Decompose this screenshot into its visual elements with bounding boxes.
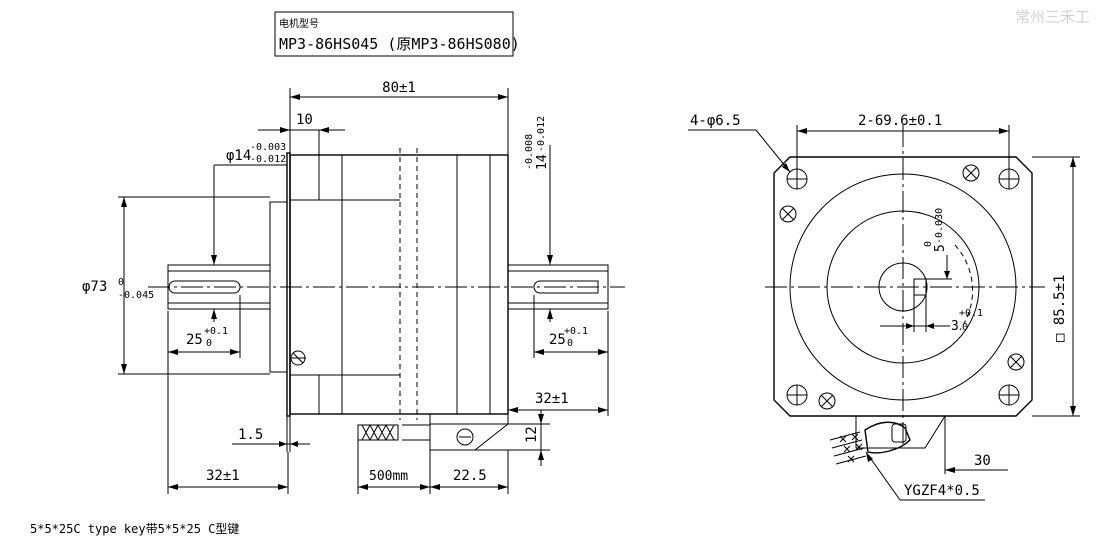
cable-housing [429,423,509,451]
front-view: 4-φ6.5 2-69.6±0.1 □ 85.5±1 5 0 -0.030 3 … [688,113,1080,501]
screw-icon [962,164,980,182]
rear-key-slot [533,280,599,294]
dim-key-rear-upper: +0.1 [564,326,588,337]
key-slot-front [913,278,927,296]
dim-boss-lower: -0.045 [118,290,154,301]
dim-key-front-upper: +0.1 [204,326,228,337]
dim-key-depth-upper: 0 [923,241,934,247]
cable-braid [357,424,399,441]
dim-shaft-dia-upper: -0.003 [250,142,286,153]
dim-key-rear-lower: 0 [567,338,573,349]
boss-circle [826,210,980,364]
dim-square-size: □ 85.5±1 [1052,275,1068,342]
mount-hole-icon [786,384,808,406]
dim-key-rear: 25 [549,332,566,348]
dim-boss-upper: 0 [118,277,124,288]
dim-key-width: 3 [951,319,959,334]
watermark: 常州三禾工 [1015,8,1090,26]
mount-hole-icon [998,168,1020,190]
dim-cable-offset: 22.5 [453,468,487,484]
side-view: 80±1 10 φ14 -0.003 -0.012 14 -0.008 -0.0… [82,80,625,494]
dim-mount-holes: 4-φ6.5 [690,113,741,129]
dim-key-depth-lower: -0.030 [934,208,945,244]
dim-cable-30: 30 [974,453,991,469]
screw-icon [818,392,836,410]
dim-key-width-upper: +0.1 [959,308,983,319]
dim-flange-to-face: 10 [296,112,313,128]
cable-bundle [864,421,911,454]
shaft-circle [878,262,928,312]
dim-shaft-length: 32±1 [206,468,240,484]
dim-rear-shaft-upper: -0.008 [524,134,535,170]
dim-key-front-lower: 0 [206,338,212,349]
dim-rear-shaft-dia: 14 [535,154,550,170]
screw-icon [1007,353,1025,371]
outer-circle [789,173,1017,401]
square-flange [773,156,1033,417]
front-key-slot [168,280,241,294]
dim-body-length: 80±1 [382,80,416,96]
model-name: MP3-86HS045 (原MP3-86HS080) [279,35,520,53]
rear-shaft [507,264,609,310]
dim-rear-shaft-lower: -0.012 [536,116,547,152]
screw-icon [779,205,797,223]
dim-key-depth: 5 [933,244,948,252]
cable-exit [855,415,946,449]
dim-key-width-lower: 0 [962,322,968,333]
dim-boss-dia: φ73 [82,279,107,295]
model-label: 电机型号 [279,17,319,30]
dim-key-front: 25 [186,332,203,348]
dim-cable-height: 12 [524,426,540,443]
cable-gland-icon [456,428,474,446]
dim-hole-pitch: 2-69.6±0.1 [858,113,942,129]
cable-spec: YGZF4*0.5 [904,483,980,499]
dim-flange-thickness: 1.5 [238,427,263,443]
model-box: 电机型号 MP3-86HS045 (原MP3-86HS080) [274,11,520,57]
dim-rear-shaft-length: 32±1 [535,391,569,407]
footnote: 5*5*25C type key带5*5*25 C型键 [30,522,240,536]
dim-cable-length: 500mm [369,469,408,484]
mount-hole-icon [998,384,1020,406]
dim-shaft-dia: φ14 [226,148,251,164]
dim-shaft-dia-lower: -0.012 [250,154,286,165]
